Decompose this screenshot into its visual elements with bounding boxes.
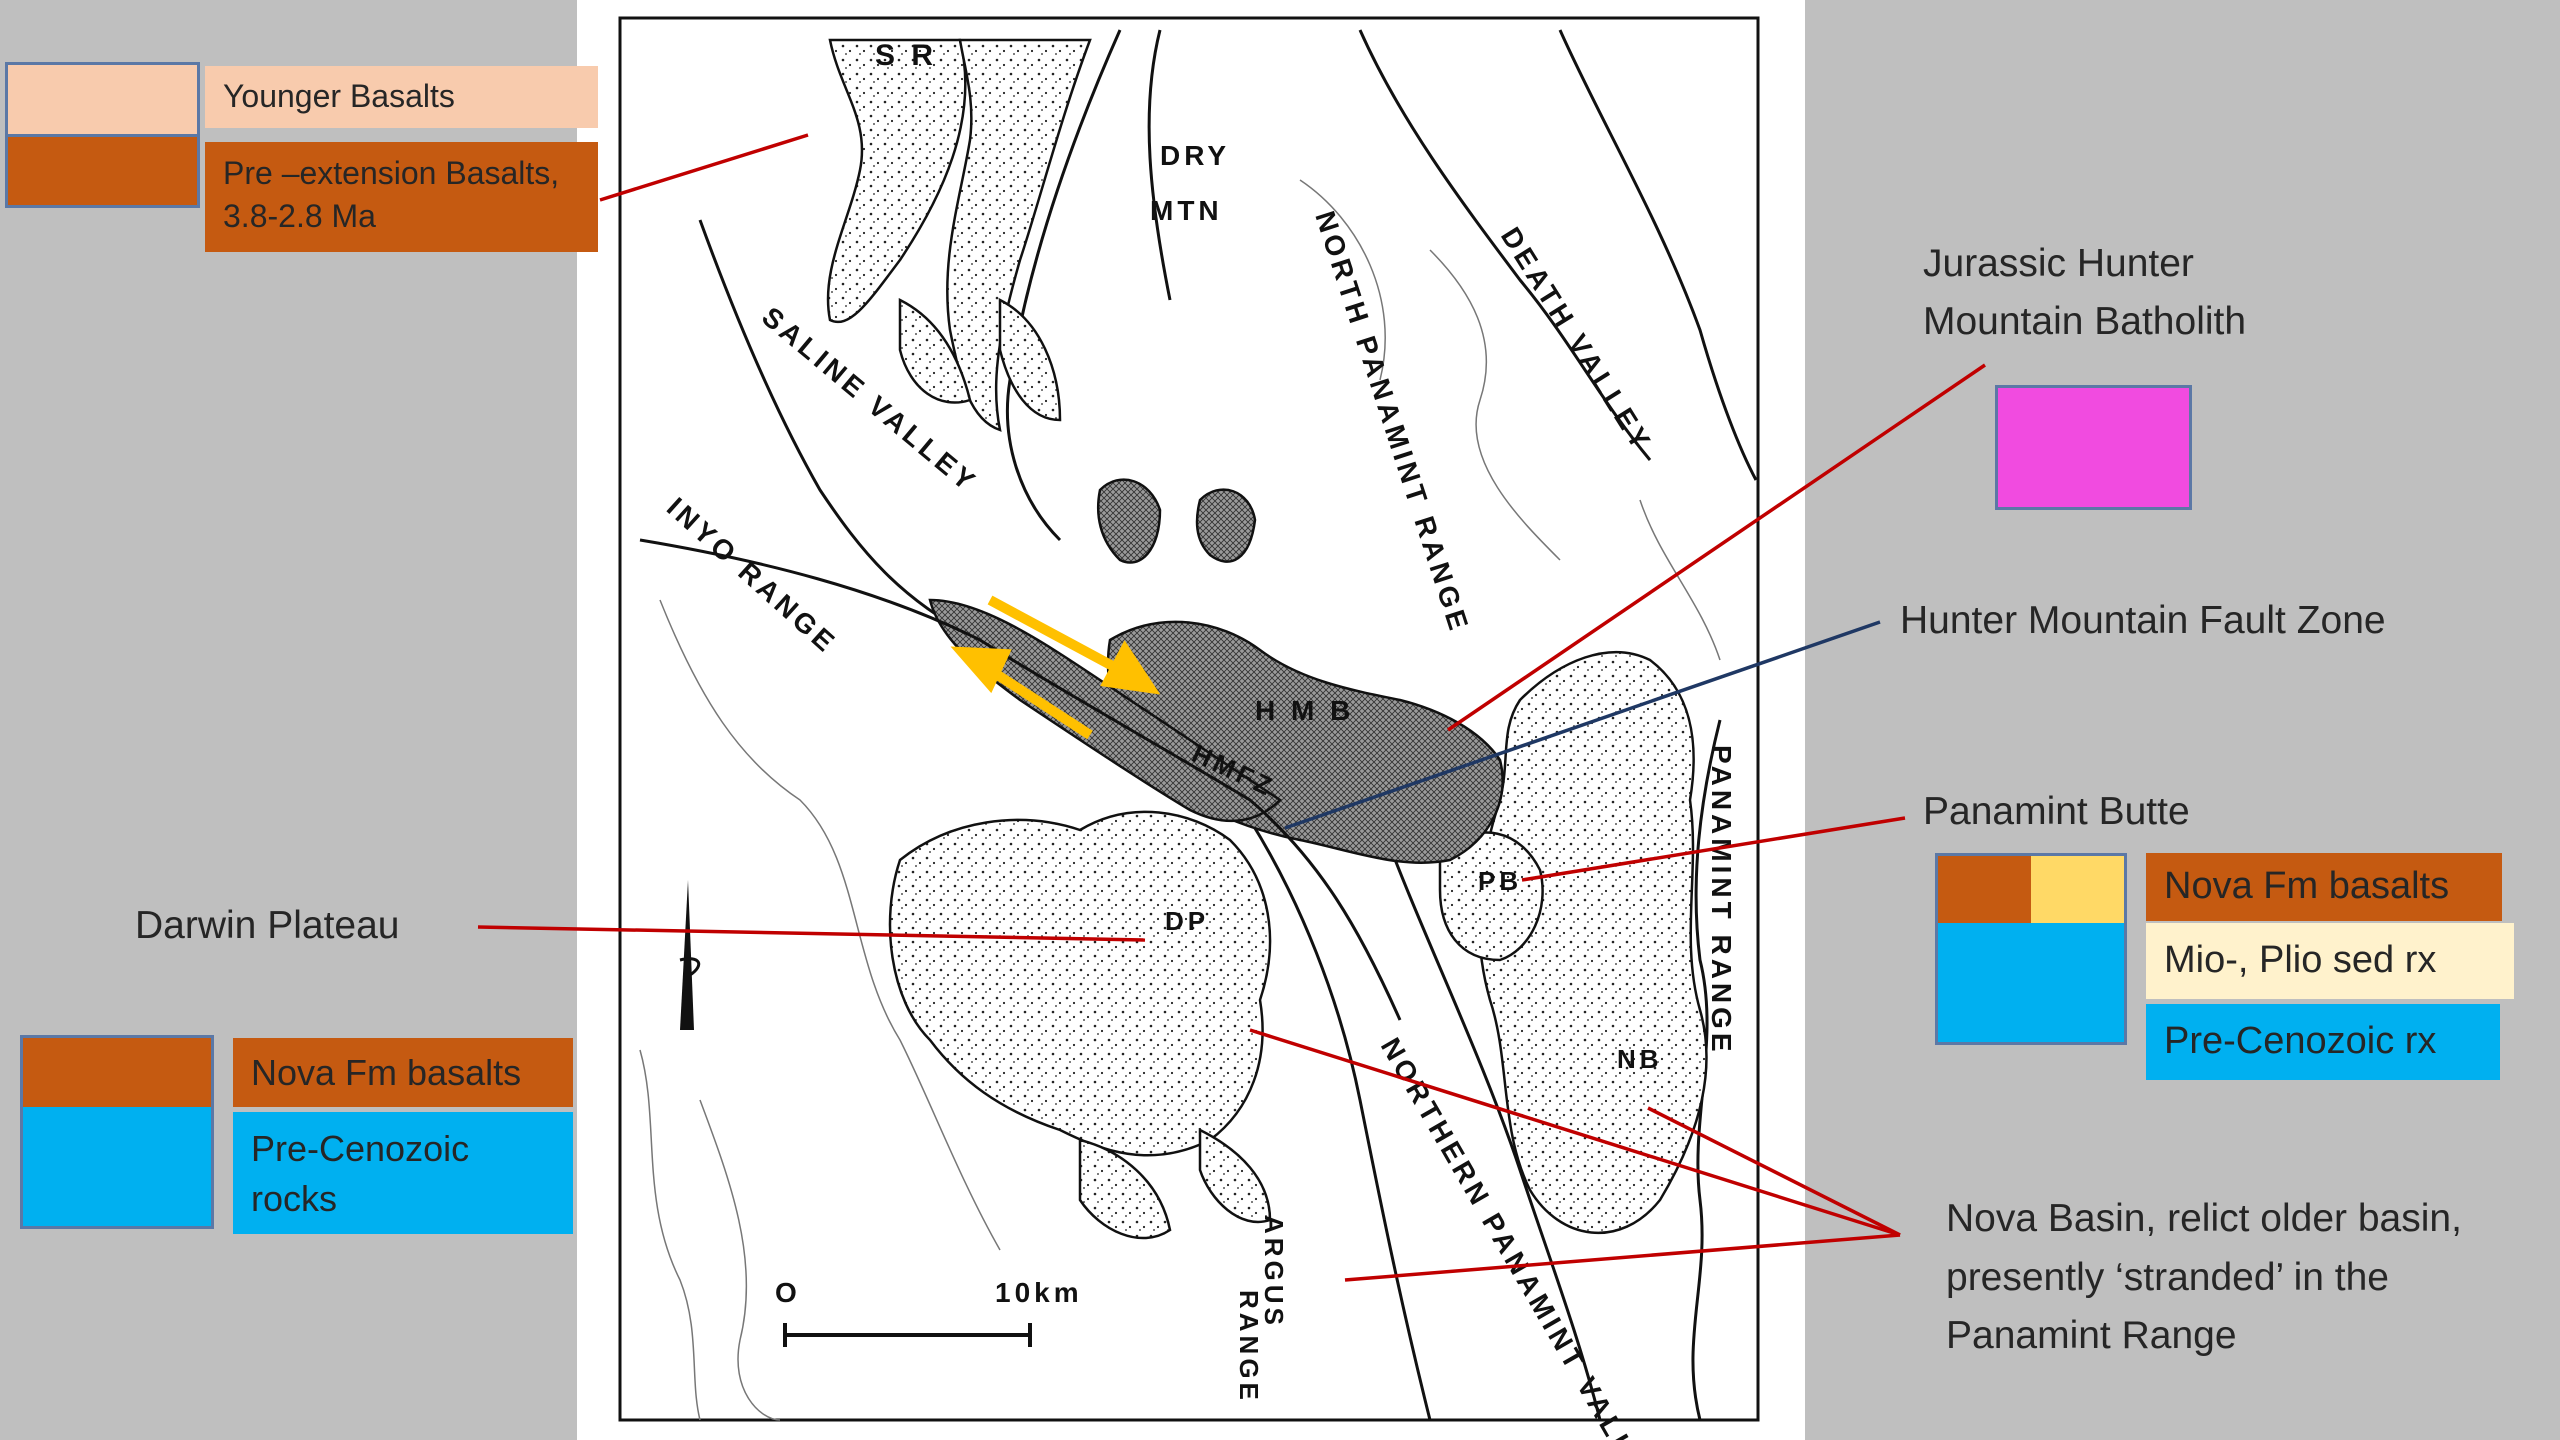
darwin-plateau-basalts [888,810,1272,1240]
map-label-mtn: MTN [1150,195,1223,226]
pre-extension-line2: 3.8-2.8 Ma [223,197,376,234]
scale-label-10km: 10km [995,1277,1083,1308]
hmfz-pointer-line [1284,620,1881,830]
right-mio-plio-swatch [2031,853,2127,923]
right-nova-label: Nova Fm basalts [2146,853,2502,921]
right-pre-cenozoic-label: Pre-Cenozoic rx [2146,1004,2500,1080]
scale-label-zero: O [775,1277,801,1308]
map-label-sr: S R [875,39,937,72]
right-mio-plio-label: Mio-, Plio sed rx [2146,923,2514,999]
hmfz-annotation: Hunter Mountain Fault Zone [1900,599,2386,642]
nova-basin-line3: Panamint Range [1946,1314,2237,1357]
pre-extension-line1: Pre –extension Basalts, [223,155,560,191]
hmb-legend-line2: Mountain Batholith [1923,299,2247,343]
left-pre-cenozoic-label: Pre-Cenozoic rocks [233,1112,573,1234]
darwin-plateau-annotation: Darwin Plateau [135,904,400,947]
left-nova-label: Nova Fm basalts [233,1038,573,1107]
pluton [1096,478,1162,564]
younger-basalts-swatch [5,62,200,134]
map-label-pb: PB [1478,866,1522,896]
right-pre-cenozoic-swatch [1935,923,2127,1045]
hmb-legend-label: Jurassic Hunter Mountain Batholith [1923,235,2246,350]
hmb-legend-line1: Jurassic Hunter [1923,242,2194,285]
nova-basin-line2: presently ‘stranded’ in the [1946,1255,2389,1299]
map-label-dry: DRY [1160,140,1230,171]
pluton [1195,488,1257,563]
pre-extension-basalts-label: Pre –extension Basalts, 3.8-2.8 Ma [205,142,598,252]
younger-basalts-label: Younger Basalts [205,66,598,128]
map-label-nb: NB [1617,1044,1663,1074]
contour-lines [639,179,1721,1421]
hmb-swatch [1995,385,2192,510]
nova-basin-line1: Nova Basin, relict older basin, [1946,1197,2462,1240]
right-nova-swatch [1935,853,2031,923]
scale-bar [783,1323,1032,1347]
slip-arrows [950,595,1161,740]
map-label-panamint-range: PANAMINT RANGE [1706,745,1737,1056]
left-pre-cenozoic-swatch [20,1107,214,1229]
left-nova-swatch [20,1035,214,1107]
nova-basin-annotation: Nova Basin, relict older basin, presentl… [1946,1190,2462,1366]
fault-line [639,538,1402,1021]
left-pre-cenozoic-line2: rocks [251,1178,338,1220]
panamint-butte-annotation: Panamint Butte [1923,790,2190,833]
saline-range-basalts [826,38,1092,432]
pre-extension-basalts-swatch [5,134,200,208]
map-label-hmb: H M B [1255,695,1354,726]
left-pre-cenozoic-line1: Pre-Cenozoic [251,1128,470,1169]
panamint-butte [1438,831,1544,962]
map-label-argus: ARGUS [1259,1215,1289,1329]
map-label-range: RANGE [1234,1290,1264,1404]
pointer-lines [477,133,1986,1282]
north-arrow-icon [679,880,701,1030]
map-label-dp: DP [1165,906,1209,936]
